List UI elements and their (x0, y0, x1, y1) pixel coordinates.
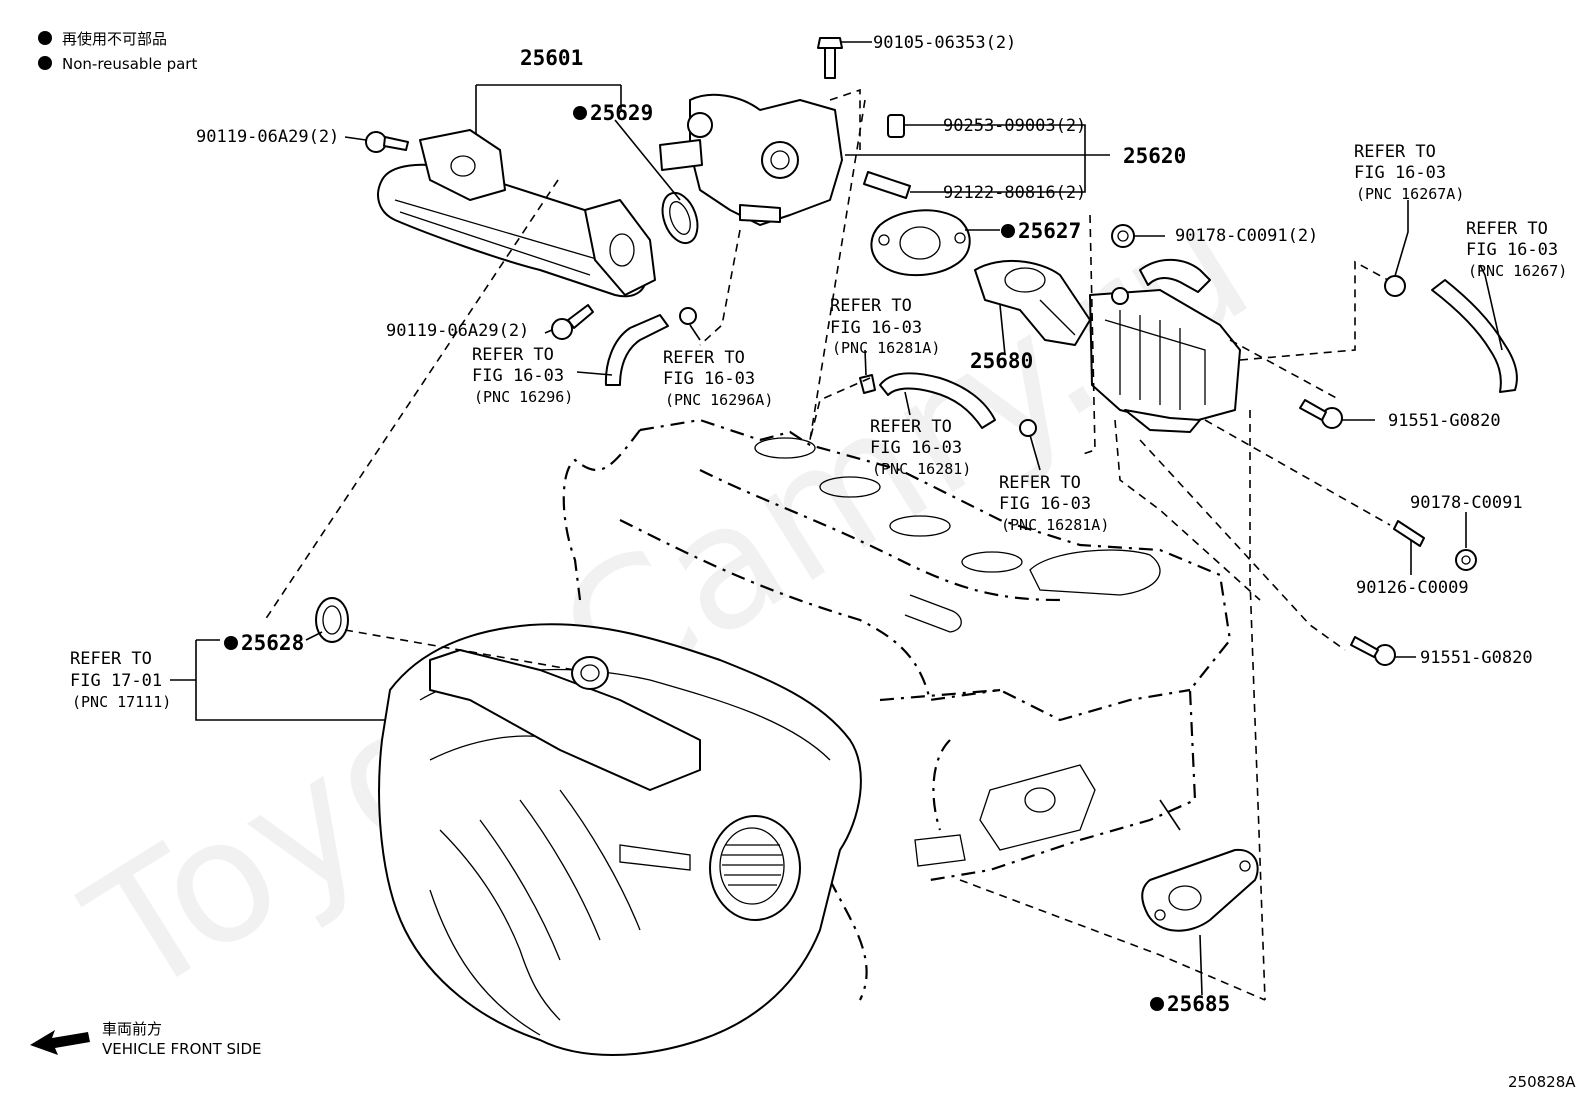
non-reusable-dot-icon (38, 56, 52, 70)
intake-manifold (378, 623, 862, 1056)
legend-jp: 再使用不可部品 (62, 30, 167, 48)
label-90119-bottom: 90119-06A29(2) (386, 321, 529, 341)
clamp-16267a (1384, 275, 1406, 297)
svg-text:REFER TO: REFER TO (1466, 219, 1548, 239)
labels: 25601 25629 90105-06353(2) 90253-09003(2… (196, 33, 1533, 1016)
svg-text:REFER TO: REFER TO (70, 649, 152, 669)
non-reusable-dot-icon (1150, 997, 1164, 1011)
ref-16281: REFER TO FIG 16-03 (PNC 16281) (870, 417, 971, 478)
label-90105: 90105-06353(2) (873, 33, 1016, 53)
clamp-16296a (679, 307, 697, 325)
non-reusable-dot-icon (573, 106, 587, 120)
ref-17111: REFER TO FIG 17-01 (PNC 17111) (70, 649, 171, 711)
hose-16281 (879, 372, 996, 429)
svg-text:(PNC 16296): (PNC 16296) (474, 388, 573, 406)
ref-16296a: REFER TO FIG 16-03 (PNC 16296A) (663, 348, 773, 409)
svg-text:(PNC 16281A): (PNC 16281A) (832, 339, 940, 357)
bolt-90119-bottom (551, 304, 594, 340)
leader-lines (170, 41, 1503, 996)
ref-16281a-bottom: REFER TO FIG 16-03 (PNC 16281A) (999, 473, 1109, 534)
ref-16267a: REFER TO FIG 16-03 (PNC 16267A) (1354, 142, 1464, 203)
ref-16267: REFER TO FIG 16-03 (PNC 16267) (1466, 219, 1567, 280)
label-25601: 25601 (520, 46, 583, 70)
gasket-25685 (1141, 848, 1259, 932)
label-92122: 92122-80816(2) (943, 183, 1086, 203)
svg-text:(PNC 16281): (PNC 16281) (872, 460, 971, 478)
svg-text:FIG 17-01: FIG 17-01 (70, 671, 162, 691)
label-25629: 25629 (590, 101, 653, 125)
legend: 再使用不可部品 Non-reusable part (38, 30, 197, 73)
label-25685: 25685 (1167, 992, 1230, 1016)
egr-port (571, 656, 609, 690)
egr-cooler (1089, 258, 1241, 433)
svg-text:FIG 16-03: FIG 16-03 (1354, 163, 1446, 183)
svg-text:REFER TO: REFER TO (472, 345, 554, 365)
svg-text:(PNC 16296A): (PNC 16296A) (665, 391, 773, 409)
legend-en: Non-reusable part (62, 55, 197, 73)
svg-text:REFER TO: REFER TO (870, 417, 952, 437)
gasket-25629 (661, 191, 699, 245)
label-90126: 90126-C0009 (1356, 578, 1469, 598)
cam-hole (819, 476, 881, 498)
svg-text:REFER TO: REFER TO (999, 473, 1081, 493)
nut-90178-pair (1111, 224, 1135, 248)
label-91551-upper: 91551-G0820 (1388, 411, 1501, 431)
svg-text:FIG 16-03: FIG 16-03 (830, 318, 922, 338)
cam-hole (961, 551, 1023, 573)
non-reusable-dot-icon (224, 636, 238, 650)
label-90178-pair: 90178-C0091(2) (1175, 226, 1318, 246)
label-25628: 25628 (241, 631, 304, 655)
clamp-16281a (859, 374, 876, 394)
stud-90126 (1393, 520, 1425, 547)
label-90119-top: 90119-06A29(2) (196, 127, 339, 147)
hose-16296 (604, 314, 669, 386)
cam-hole (889, 515, 951, 537)
vehicle-front-note: 車両前方 VEHICLE FRONT SIDE (30, 1020, 262, 1058)
cam-hole (754, 437, 816, 459)
svg-text:REFER TO: REFER TO (1354, 142, 1436, 162)
label-25680: 25680 (970, 349, 1033, 373)
svg-text:REFER TO: REFER TO (830, 296, 912, 316)
gasket-25627 (870, 209, 971, 277)
label-90253: 90253-09003(2) (943, 116, 1086, 136)
ref-16281a-top: REFER TO FIG 16-03 (PNC 16281A) (830, 296, 940, 357)
pin-90253 (887, 114, 905, 138)
engine-outline (562, 418, 1232, 1001)
svg-text:FIG 16-03: FIG 16-03 (472, 366, 564, 386)
gasket-25628 (315, 597, 349, 643)
svg-text:REFER TO: REFER TO (663, 348, 745, 368)
svg-text:FIG 16-03: FIG 16-03 (663, 369, 755, 389)
svg-text:(PNC 16267A): (PNC 16267A) (1356, 185, 1464, 203)
label-25620: 25620 (1123, 144, 1186, 168)
bolt-91551-upper (1299, 399, 1343, 429)
egr-pipe-25601 (377, 129, 656, 298)
front-arrow-icon (30, 1030, 90, 1055)
diagram-id: 250828A (1508, 1073, 1576, 1091)
svg-text:(PNC 16267): (PNC 16267) (1468, 262, 1567, 280)
front-note-jp: 車両前方 (102, 1020, 162, 1038)
svg-text:FIG 16-03: FIG 16-03 (870, 438, 962, 458)
svg-text:FIG 16-03: FIG 16-03 (999, 494, 1091, 514)
front-note-en: VEHICLE FRONT SIDE (102, 1040, 262, 1058)
label-25627: 25627 (1018, 219, 1081, 243)
non-reusable-dot-icon (1001, 224, 1015, 238)
label-90178-single: 90178-C0091 (1410, 493, 1523, 513)
label-91551-lower: 91551-G0820 (1420, 648, 1533, 668)
bolt-90105 (817, 37, 843, 79)
egr-pipe-25680 (974, 259, 1091, 346)
svg-text:FIG 16-03: FIG 16-03 (1466, 240, 1558, 260)
nut-90178-single (1455, 549, 1477, 571)
hose-16267 (1431, 279, 1518, 393)
clamp-16281a-lower (1019, 419, 1037, 437)
ref-16296: REFER TO FIG 16-03 (PNC 16296) (472, 345, 573, 406)
non-reusable-dot-icon (38, 31, 52, 45)
assembly-lines (264, 88, 1391, 1001)
bolt-91551-lower (1350, 636, 1396, 666)
svg-text:(PNC 17111): (PNC 17111) (72, 693, 171, 711)
bolt-90119-top (365, 131, 409, 153)
egr-valve-25620 (659, 93, 843, 226)
svg-text:(PNC 16281A): (PNC 16281A) (1001, 516, 1109, 534)
stud-92122 (863, 171, 911, 199)
